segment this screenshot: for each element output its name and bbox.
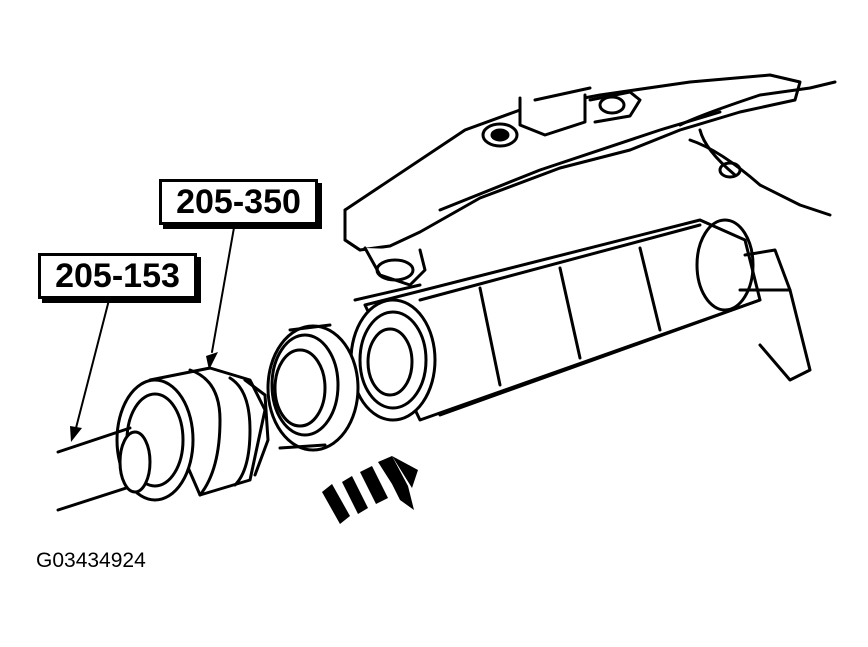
tool-205-153 (56, 426, 152, 512)
bushing-housing (349, 218, 812, 422)
control-arm (343, 73, 837, 287)
bushing-ring (266, 323, 360, 452)
leader-arrowheads (70, 352, 218, 442)
callout-205-350: 205-350 (159, 179, 318, 225)
callout-205-153: 205-153 (38, 253, 197, 299)
direction-arrows (322, 456, 418, 524)
figure-id-label: G03434924 (36, 549, 146, 572)
leader-lines (75, 221, 236, 429)
